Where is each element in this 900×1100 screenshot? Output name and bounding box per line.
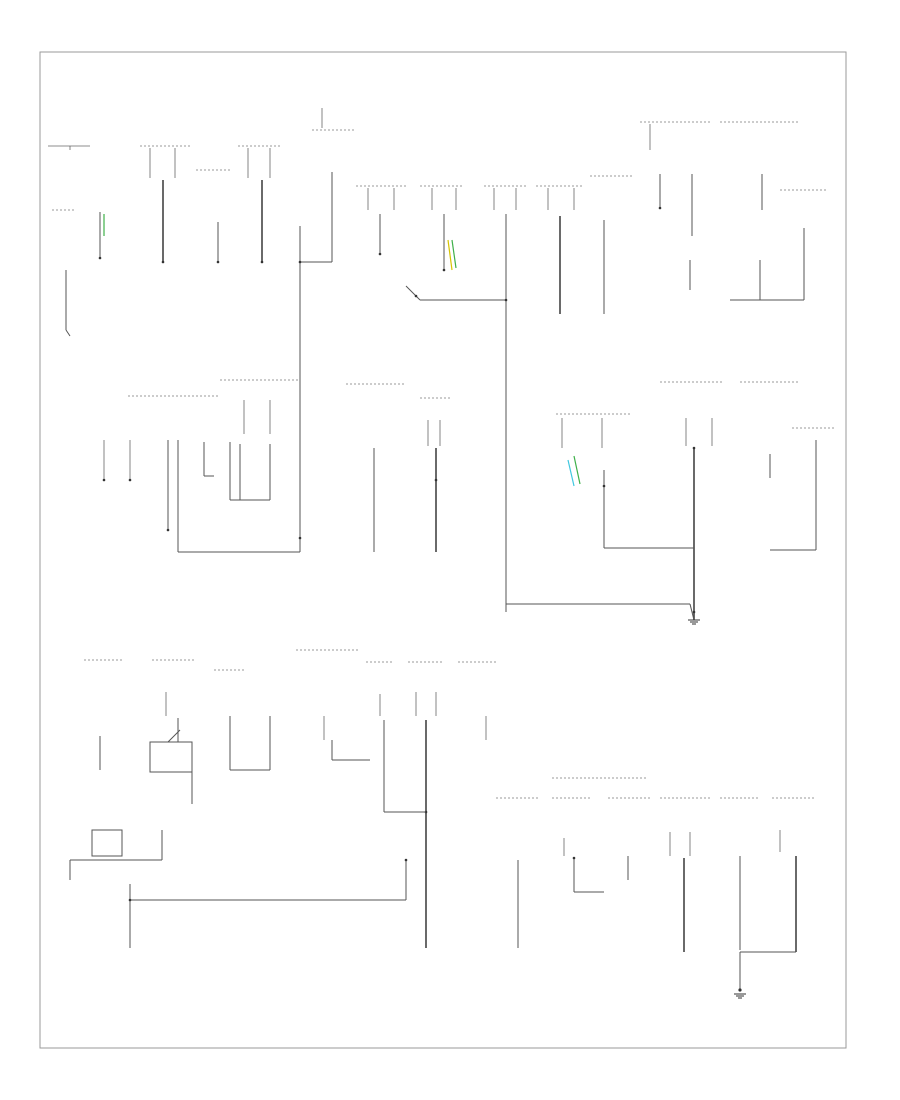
component-15-mid [166,379,302,553]
component-11-top [640,121,712,236]
bottom-section [69,649,816,999]
component-17-mid [420,397,450,552]
component-14-mid [102,395,218,482]
component-6-top [356,185,406,256]
component-23-bottom [152,659,196,716]
component-30-bottom [552,777,648,893]
center-ground-bus [405,285,508,302]
component-12-top [720,121,800,210]
component-4-top [238,145,282,264]
diagram-border [39,51,847,1049]
component-29-bottom [496,797,538,948]
component-13-top [689,189,828,301]
component-9-top [536,185,584,314]
component-left-top [52,209,105,337]
component-2-top [140,145,190,264]
component-18-mid [556,413,630,548]
component-31-bottom [608,797,650,880]
component-26-bottom [366,661,394,716]
component-7-top [420,185,464,272]
component-34-bottom [734,797,816,999]
top-section [48,108,828,612]
component-24-bottom [214,669,271,771]
relay-box [149,741,193,773]
component-32-bottom [660,797,710,952]
component-21-mid [770,427,836,551]
component-22-bottom [69,659,193,880]
component-19-mid [604,381,722,620]
component-25-bottom [296,649,385,812]
relay-box-lower [91,829,123,857]
component-10-top [590,175,634,314]
component-5-top [298,108,356,552]
component-16-mid [346,383,404,552]
main-ground-trunk [506,603,700,625]
component-33-bottom [720,797,760,950]
component-28-bottom [458,661,496,740]
component-3-top [196,169,232,264]
component-27-bottom [408,661,444,948]
middle-section [102,379,836,625]
bottom-ground-bus [128,811,426,948]
component-8-top [484,185,526,612]
component-20-mid [740,381,800,478]
